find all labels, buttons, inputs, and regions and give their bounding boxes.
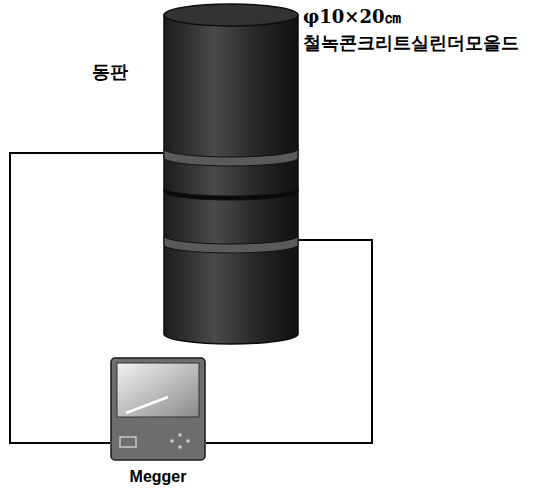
megger-knob-dot <box>170 439 174 443</box>
megger-body <box>111 358 205 460</box>
megger-knob-dot <box>178 433 182 437</box>
megger-device-outline <box>110 357 206 461</box>
cylinder-top <box>164 4 298 26</box>
specimen-label: 철녹콘크리트실린더모올드 <box>303 30 519 56</box>
megger-device: Megger <box>110 357 206 461</box>
node-caption: φ10×20㎝철녹콘크리트실린더모올드 <box>303 4 519 56</box>
megger-needle <box>126 397 168 413</box>
copper-plate-label: 동판 <box>92 60 128 84</box>
device-label: Megger <box>130 467 187 487</box>
copper-plate-band <box>164 149 298 166</box>
concrete-cylinder-mold: φ10×20㎝철녹콘크리트실린더모올드 <box>163 2 299 345</box>
copper-plate-band <box>164 188 298 200</box>
megger-screen <box>117 363 199 417</box>
cylinder-body <box>164 15 298 344</box>
concrete-cylinder-mold-outline <box>163 2 299 345</box>
copper-plate-band <box>164 236 298 253</box>
megger-button <box>120 437 136 447</box>
megger-knob-dot <box>178 445 182 449</box>
megger-knob-dot <box>186 439 190 443</box>
specimen-label: φ10×20㎝ <box>303 4 519 30</box>
node-caption: Megger <box>130 467 187 487</box>
